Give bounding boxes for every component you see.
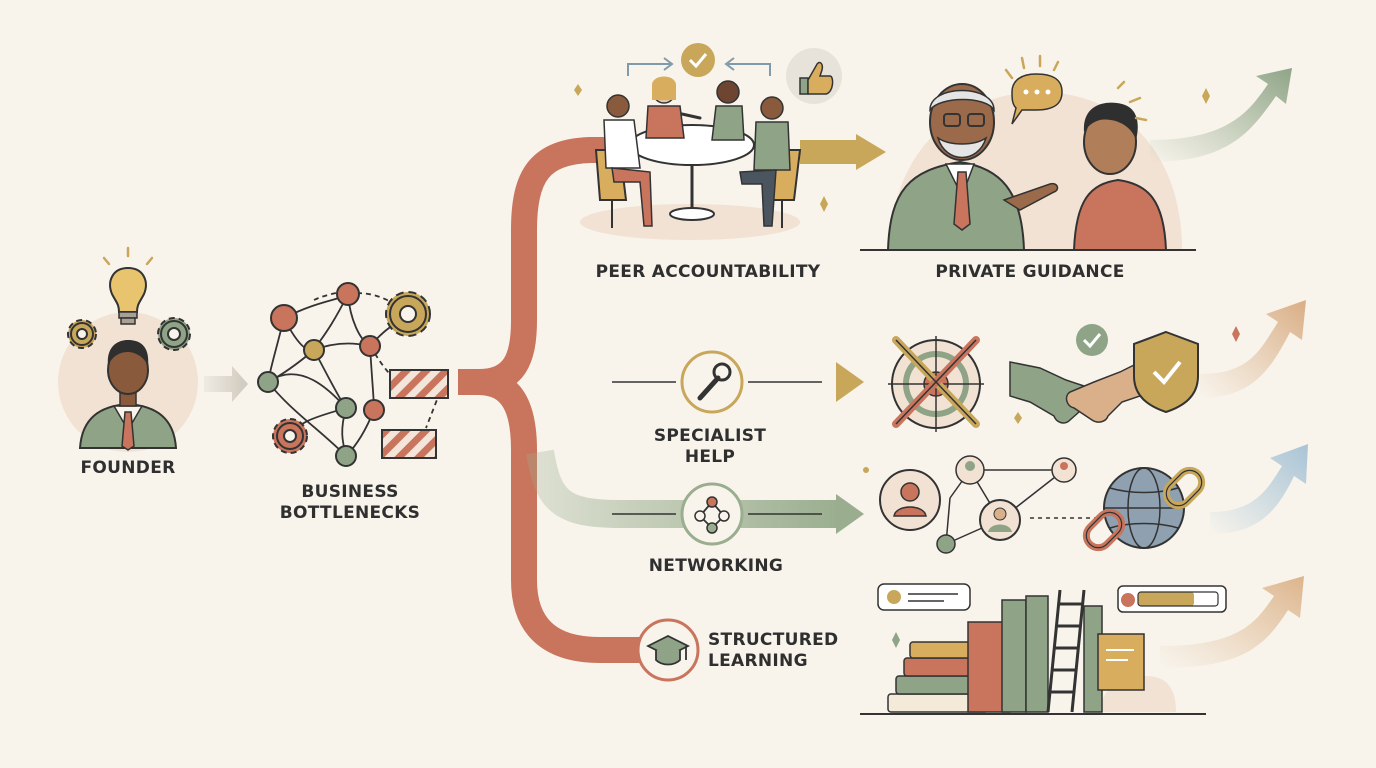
speech-bubble-icon (1011, 73, 1063, 125)
structured-learning-label: STRUCTURED LEARNING (708, 630, 868, 672)
wrench-icon (680, 350, 744, 414)
specialist-label-line2: HELP (684, 447, 736, 467)
peer-accountability-label: PEER ACCOUNTABILITY (595, 262, 821, 282)
growth-arrow (1160, 576, 1304, 668)
peer-meeting-scene (574, 43, 842, 240)
gear-icon (272, 418, 308, 454)
growth-arrow (1200, 300, 1306, 398)
network-icon (680, 482, 744, 546)
check-icon (1076, 324, 1108, 356)
bottlenecks-label-line1: BUSINESS (301, 482, 399, 502)
founder-label: FOUNDER (80, 458, 176, 478)
check-icon (681, 43, 715, 77)
learning-scene (860, 583, 1227, 715)
gear-icon (67, 319, 97, 349)
arrowhead (856, 134, 886, 170)
structured-label-line2: LEARNING (708, 651, 808, 671)
bottlenecks-label-line2: BOTTLENECKS (279, 503, 421, 523)
growth-arrow (1150, 68, 1292, 162)
barrier-icon (389, 369, 449, 399)
chat-bubble-icon (877, 583, 971, 611)
specialist-tools-scene (888, 324, 1240, 432)
private-guidance-scene (860, 54, 1210, 251)
arrowhead (836, 494, 864, 534)
lightbulb-icon (102, 246, 154, 325)
gear-icon (157, 317, 191, 351)
networking-scene (863, 455, 1206, 554)
network-nodes (257, 282, 385, 467)
networking-label: NETWORKING (648, 556, 784, 576)
structured-label-line1: STRUCTURED (708, 630, 839, 650)
growth-arrow (1210, 444, 1308, 534)
ladder-icon (1046, 589, 1086, 713)
private-guidance-label: PRIVATE GUIDANCE (935, 262, 1125, 282)
chain-link-icon (1082, 466, 1206, 552)
gear-icon (385, 291, 431, 337)
specialist-label-line1: SPECIALIST (653, 426, 767, 446)
founder-portrait (58, 246, 198, 452)
founder-arrow (204, 366, 248, 402)
barrier-icon (381, 429, 437, 459)
graduation-cap-icon (636, 618, 700, 682)
bottlenecks-label: BUSINESS BOTTLENECKS (270, 482, 430, 524)
shield-icon (1133, 330, 1199, 414)
certificate-icon (1097, 633, 1145, 691)
specialist-help-label: SPECIALIST HELP (630, 426, 790, 468)
arrowhead (836, 362, 864, 402)
